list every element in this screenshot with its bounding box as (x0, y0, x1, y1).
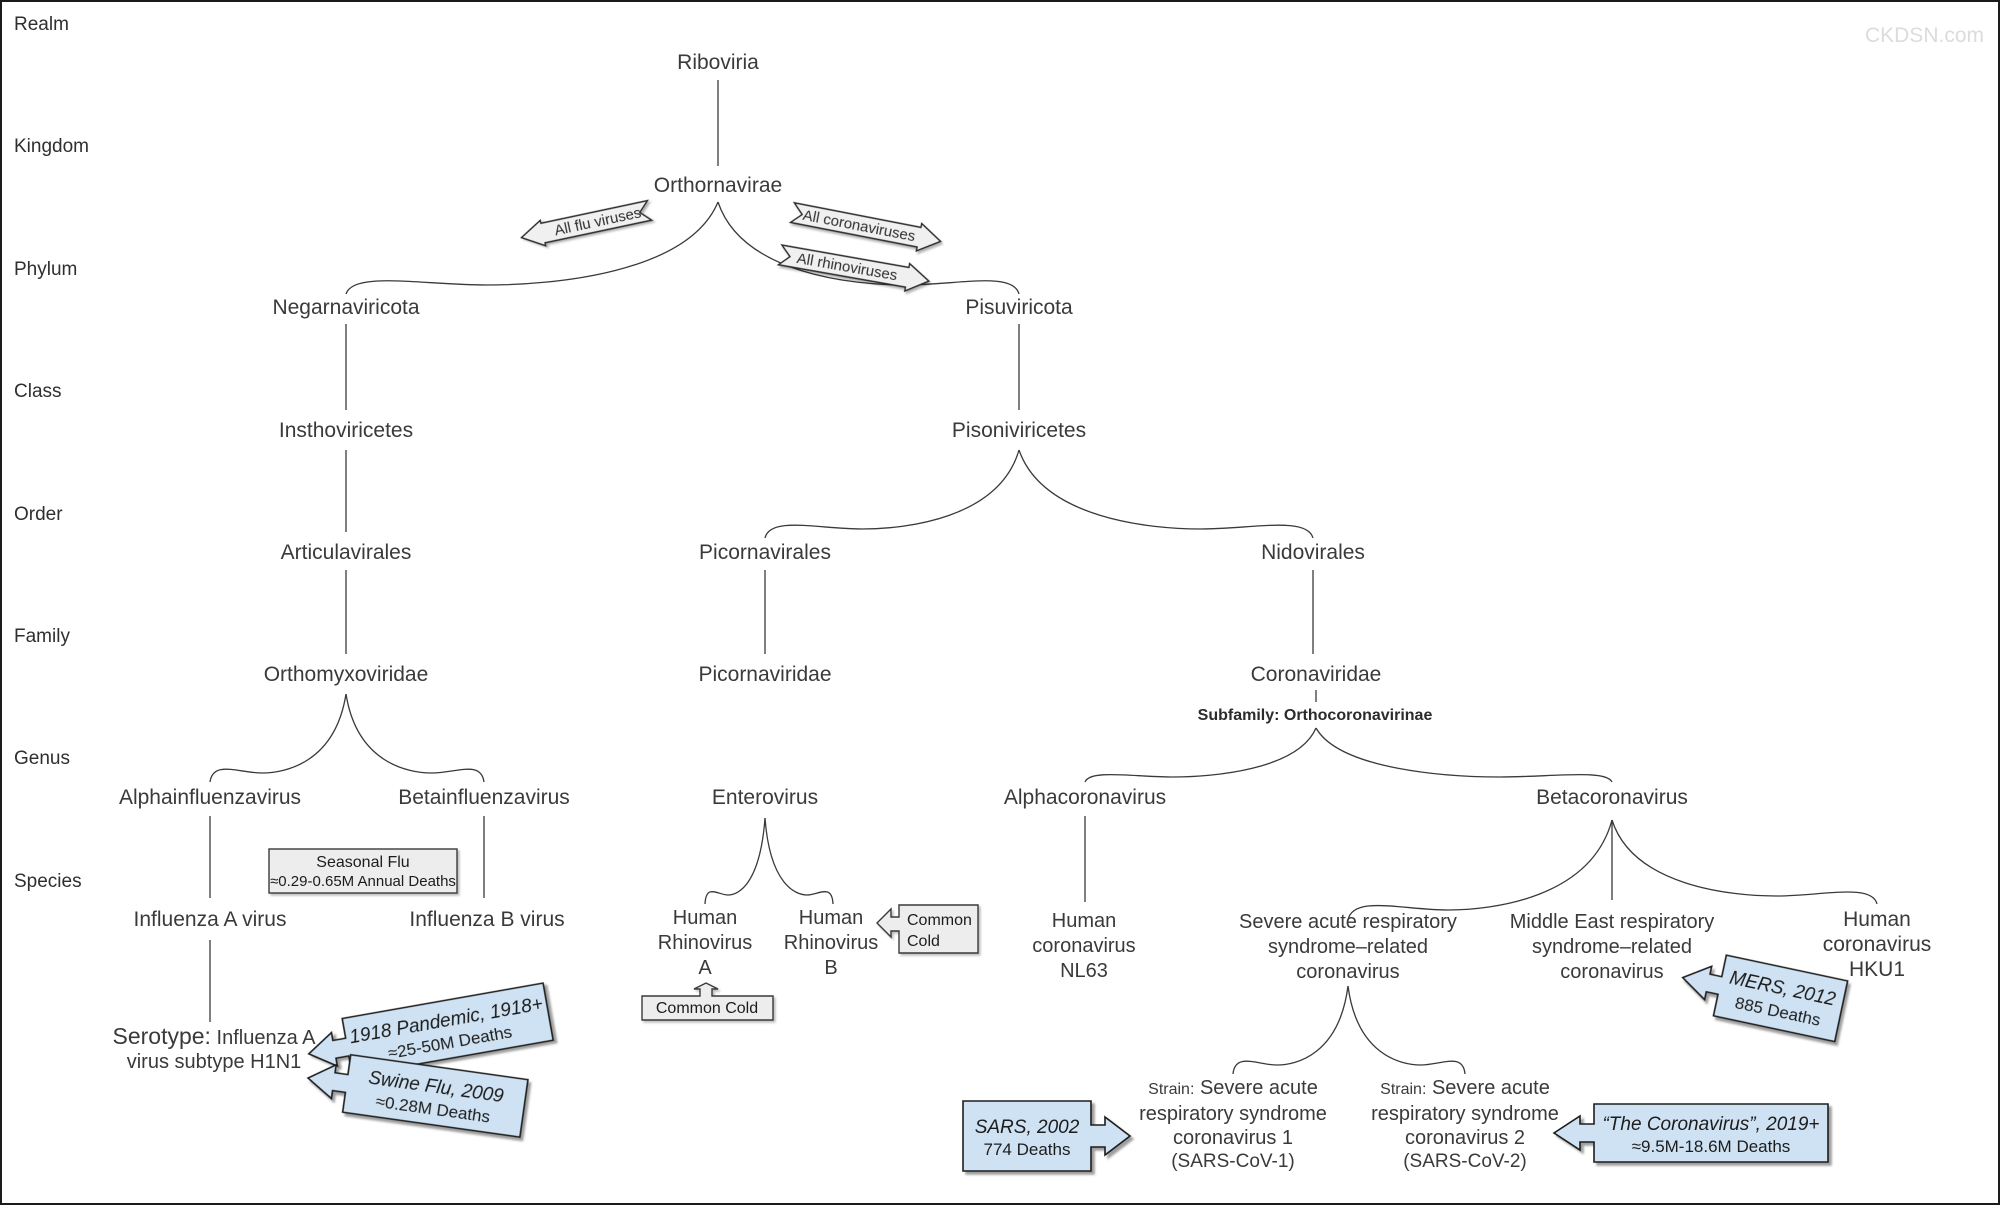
common-cold-b-line2: Cold (907, 933, 940, 950)
strain1-code: (SARS-CoV-1) (1171, 1151, 1295, 1172)
node-human-coronavirus-hku1: Human coronavirus HKU1 (1822, 908, 1932, 981)
node-influenza-b-virus: Influenza B virus (409, 908, 565, 931)
node-betacoronavirus: Betacoronavirus (1536, 786, 1688, 809)
strain-sars-cov-2: Strain: Severe acute respiratory syndrom… (1355, 1076, 1575, 1174)
the-coronavirus-2019-callout: “The Coronavirus”, 2019+ ≈9.5M-18.6M Dea… (1552, 1103, 1829, 1163)
common-cold-callout-rhinovirus-b: Common Cold (876, 904, 979, 954)
watermark: CKDSN.com (1864, 24, 1984, 47)
node-enterovirus: Enterovirus (711, 786, 819, 809)
node-coronaviridae: Coronaviridae (1250, 663, 1382, 686)
node-pisoniviricetes: Pisoniviricetes (951, 419, 1087, 442)
sars-2002-line1: SARS, 2002 (975, 1117, 1080, 1138)
rank-label-family: Family (14, 626, 70, 647)
node-orthomyxoviridae: Orthomyxoviridae (263, 663, 429, 686)
node-picornavirales: Picornavirales (699, 541, 831, 564)
node-nidovirales: Nidovirales (1261, 541, 1365, 564)
strain2-prefix: Strain: (1380, 1081, 1427, 1098)
strain-sars-cov-1: Strain: Severe acute respiratory syndrom… (1123, 1076, 1343, 1174)
common-cold-a-label: Common Cold (656, 1000, 758, 1017)
rank-label-genus: Genus (14, 748, 70, 769)
swine-flu-2009-callout: Swine Flu, 2009 ≈0.28M Deaths (306, 1053, 529, 1138)
node-human-rhinovirus-a: Human Rhinovirus A (657, 907, 753, 979)
strain1-prefix: Strain: (1148, 1081, 1195, 1098)
rank-label-realm: Realm (14, 14, 69, 35)
seasonal-flu-line2: ≈0.29-0.65M Annual Deaths (270, 873, 456, 890)
coronavirus-2019-line2: ≈9.5M-18.6M Deaths (1632, 1137, 1791, 1156)
node-insthoviricetes: Insthoviricetes (278, 419, 414, 442)
strain2-code: (SARS-CoV-2) (1403, 1151, 1527, 1172)
node-subfamily-orthocoronavirinae: Subfamily: Orthocoronavirinae (1197, 707, 1433, 724)
node-negarnaviricota: Negarnaviricota (272, 296, 420, 319)
rank-label-kingdom: Kingdom (14, 136, 89, 157)
node-influenza-a-virus: Influenza A virus (133, 908, 287, 931)
node-alphainfluenzavirus: Alphainfluenzavirus (118, 786, 302, 809)
node-picornaviridae: Picornaviridae (698, 663, 832, 686)
node-sars-related-coronavirus: Severe acute respiratory syndrome–relate… (1239, 911, 1457, 983)
node-alphacoronavirus: Alphacoronavirus (1003, 786, 1167, 809)
sars-2002-line2: 774 Deaths (984, 1140, 1071, 1159)
coronavirus-2019-line1: “The Coronavirus”, 2019+ (1602, 1114, 1819, 1135)
rank-label-species: Species (14, 871, 82, 892)
node-mers-related-coronavirus: Middle East respiratory syndrome–related… (1509, 911, 1715, 983)
node-orthornavirae: Orthornavirae (653, 174, 783, 197)
node-human-coronavirus-nl63: Human coronavirus NL63 (1032, 910, 1136, 982)
common-cold-b-line1: Common (907, 912, 972, 929)
sars-2002-callout: SARS, 2002 774 Deaths (962, 1100, 1132, 1172)
mers-2012-callout: MERS, 2012 885 Deaths (1681, 954, 1849, 1043)
rank-label-order: Order (14, 504, 63, 525)
all-rhinoviruses-arrow: All rhinoviruses (776, 244, 931, 293)
node-articulavirales: Articulavirales (280, 541, 412, 564)
rank-label-class: Class (14, 381, 62, 402)
node-riboviria: Riboviria (677, 51, 759, 74)
strain2-name: Severe acute respiratory syndrome corona… (1371, 1077, 1559, 1149)
node-pisuviricota: Pisuviricota (965, 296, 1073, 319)
rank-label-phylum: Phylum (14, 259, 78, 280)
node-human-rhinovirus-b: Human Rhinovirus B (783, 907, 879, 979)
strain1-name: Severe acute respiratory syndrome corona… (1139, 1077, 1327, 1149)
common-cold-callout-rhinovirus-a: Common Cold (641, 982, 774, 1021)
seasonal-flu-callout: Seasonal Flu ≈0.29-0.65M Annual Deaths (268, 848, 458, 894)
seasonal-flu-line1: Seasonal Flu (316, 854, 409, 871)
serotype-prefix: Serotype: (112, 1023, 211, 1049)
serotype-h1n1: Serotype: Influenza A virus subtype H1N1 (107, 1024, 322, 1074)
serotype-value: Influenza A virus subtype H1N1 (126, 1027, 316, 1073)
node-betainfluenzavirus: Betainfluenzavirus (398, 786, 570, 809)
